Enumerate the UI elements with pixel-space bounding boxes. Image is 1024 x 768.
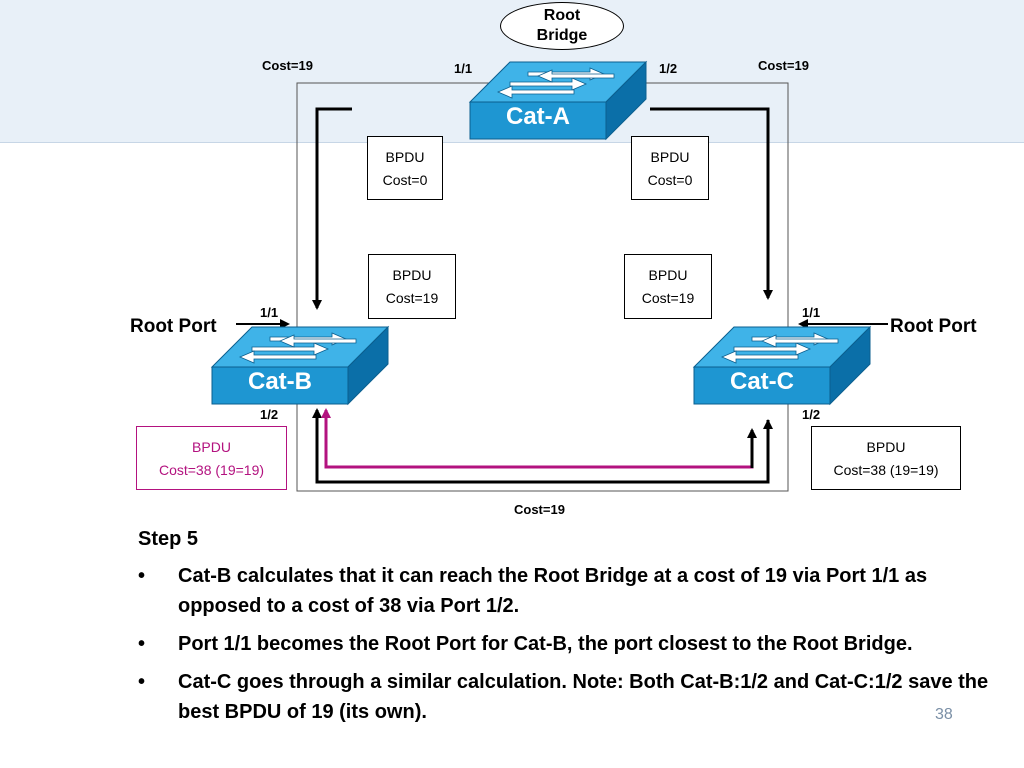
port-label-c-1-2: 1/2	[802, 407, 821, 422]
bpdu-cost: Cost=19	[641, 290, 695, 306]
root-port-label-b: Root Port	[130, 316, 217, 337]
bullet-symbol: •	[138, 633, 146, 655]
bullet-item: • Port 1/1 becomes the Root Port for Cat…	[138, 629, 998, 659]
bullet-list: • Cat-B calculates that it can reach the…	[138, 561, 998, 727]
bpdu-path-a-to-c	[650, 107, 773, 300]
bpdu-cost: Cost=0	[382, 171, 428, 188]
root-bridge-line2: Bridge	[536, 27, 588, 44]
cost-label-a-c: Cost=19	[758, 58, 809, 73]
cat-c-label: Cat-C	[730, 368, 794, 395]
bullet-text: Cat-C goes through a similar calculation…	[178, 671, 989, 723]
bpdu-title: BPDU	[392, 267, 432, 283]
bpdu-title: BPDU	[192, 438, 231, 455]
bpdu-box: BPDU Cost=38 (19=19)	[811, 426, 961, 490]
port-label-c-1-1: 1/1	[802, 305, 821, 320]
bullet-symbol: •	[138, 565, 146, 587]
page-number: 38	[935, 706, 953, 723]
port-label-a-1-2: 1/2	[659, 61, 678, 76]
cat-a-label: Cat-A	[506, 103, 570, 130]
bpdu-box: BPDU Cost=0	[367, 136, 443, 200]
bpdu-path-b-to-c	[321, 408, 754, 469]
cost-label-b-c: Cost=19	[514, 502, 565, 517]
stp-diagram	[211, 61, 888, 492]
cat-b-label: Cat-B	[248, 368, 312, 395]
bpdu-title: BPDU	[866, 438, 906, 455]
slide-text: Step 5 • Cat-B calculates that it can re…	[138, 528, 998, 735]
bpdu-path-c-to-b	[312, 408, 770, 484]
bpdu-cost: Cost=38 (19=19)	[833, 461, 939, 478]
root-bridge-callout: Root Bridge	[500, 2, 624, 50]
bpdu-box-magenta: BPDU Cost=38 (19=19)	[136, 426, 287, 490]
port-label-b-1-2: 1/2	[260, 407, 279, 422]
bpdu-cost: Cost=19	[385, 290, 439, 306]
bullet-text: Cat-B calculates that it can reach the R…	[178, 565, 928, 617]
root-bridge-line1: Root	[543, 7, 581, 24]
bpdu-path-a-to-b	[312, 107, 352, 310]
bpdu-title: BPDU	[385, 148, 425, 165]
bpdu-cost: Cost=38 (19=19)	[158, 461, 265, 478]
bullet-symbol: •	[138, 671, 146, 693]
bpdu-title: BPDU	[650, 148, 690, 165]
bpdu-title: BPDU	[648, 267, 688, 283]
bullet-item: • Cat-B calculates that it can reach the…	[138, 561, 998, 621]
bpdu-box: BPDU Cost=19	[368, 254, 456, 319]
step-title: Step 5	[138, 528, 199, 550]
bpdu-box: BPDU Cost=0	[631, 136, 709, 200]
root-port-label-c: Root Port	[890, 316, 977, 337]
port-label-b-1-1: 1/1	[260, 305, 279, 320]
bullet-item: • Cat-C goes through a similar calculati…	[138, 667, 998, 727]
bullet-text: Port 1/1 becomes the Root Port for Cat-B…	[178, 633, 913, 655]
bpdu-cost: Cost=0	[647, 171, 693, 188]
cost-label-a-b: Cost=19	[262, 58, 313, 73]
port-label-a-1-1: 1/1	[454, 61, 473, 76]
bpdu-box: BPDU Cost=19	[624, 254, 712, 319]
